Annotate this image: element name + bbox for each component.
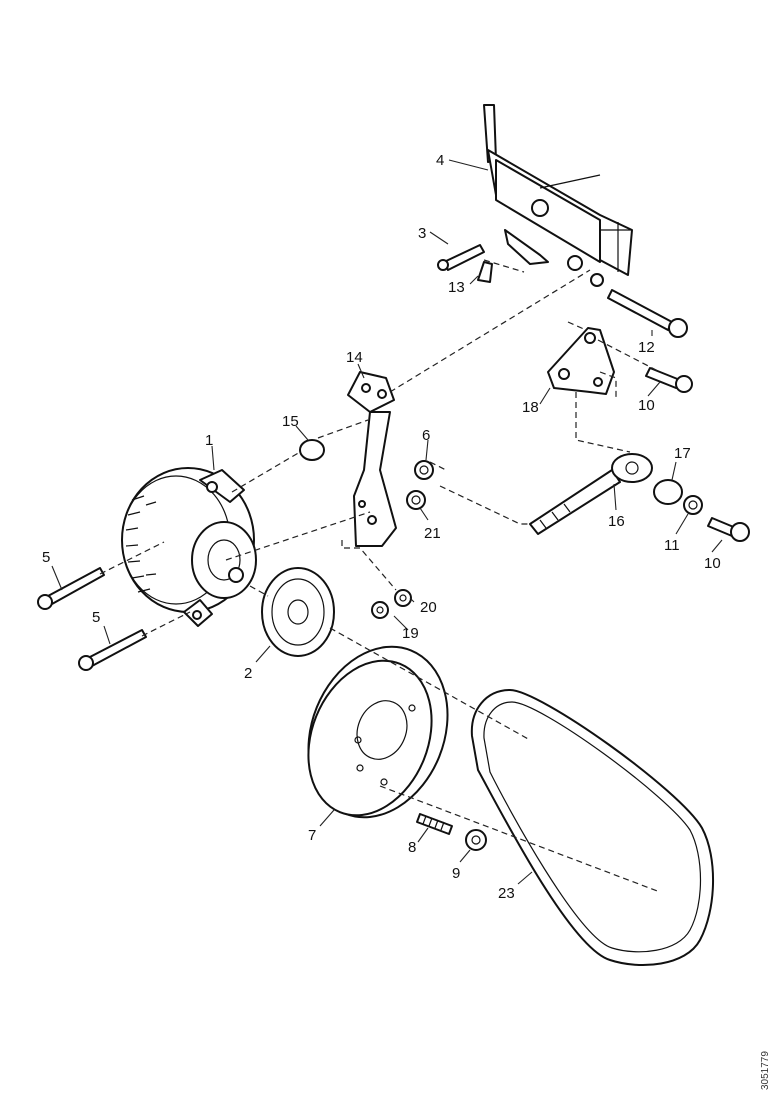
callout-6: 6: [422, 427, 430, 444]
callout-21: 20: [420, 599, 437, 616]
callout-14: 13: [448, 279, 465, 296]
drawing-number: 3051779: [760, 1051, 771, 1090]
part-17-tension-link: [529, 453, 653, 535]
part-15-bracket-clip: [347, 371, 395, 413]
part-16-spacer: [299, 439, 325, 461]
part-5-bolt-upper: [37, 567, 105, 610]
adjusting-strap: [353, 411, 397, 547]
callout-8: 8: [408, 839, 416, 856]
callout-labels: 4 3 13 12 18 10 14 15 1 6 21 20 19 5 5 2…: [42, 152, 721, 902]
part-11-bolt: [707, 517, 750, 542]
part-9-nut: [465, 829, 487, 851]
callout-1: 1: [205, 432, 213, 449]
callout-15: 14: [346, 349, 363, 366]
callout-16: 15: [282, 413, 299, 430]
part-8-stud: [416, 813, 453, 835]
part-23-v-belt: [470, 689, 715, 966]
callout-23: 23: [498, 885, 515, 902]
callout-10: 10: [638, 397, 655, 414]
part-18-bushing: [653, 479, 683, 505]
callout-5-lower: 5: [92, 609, 100, 626]
callout-18: 17: [674, 445, 691, 462]
part-21-nut: [394, 589, 412, 607]
callout-20: 19: [402, 625, 419, 642]
callout-2: 2: [244, 665, 252, 682]
callout-4: 4: [436, 152, 444, 169]
callout-5-upper: 5: [42, 549, 50, 566]
callout-11: 10: [704, 555, 721, 572]
part-6-nut: [414, 460, 434, 480]
part-14-clip: [477, 261, 493, 283]
part-5-bolt-lower: [78, 629, 147, 671]
assembly-lines: [99, 259, 661, 893]
part-3-bolt: [437, 244, 485, 271]
part-22-washer: [406, 490, 426, 510]
part-7-large-pulley: [307, 645, 449, 819]
part-20-washer: [371, 601, 389, 619]
part-12-washer: [683, 495, 703, 515]
callout-3: 3: [418, 225, 426, 242]
callout-9: 9: [452, 865, 460, 882]
part-19-tensioner-plate: [547, 327, 615, 395]
callout-13: 12: [638, 339, 655, 356]
callout-7: 7: [308, 827, 316, 844]
callout-22: 21: [424, 525, 441, 542]
part-13-long-bolt: [607, 289, 688, 338]
callout-12: 11: [664, 537, 680, 554]
part-2-pulley: [261, 567, 335, 657]
callout-17: 16: [608, 513, 625, 530]
part-10-bolt: [645, 367, 693, 393]
leader-lines: [51, 159, 723, 885]
part-4-mounting-bracket: [483, 104, 633, 287]
callout-19: 18: [522, 399, 539, 416]
part-1-alternator: [121, 467, 257, 627]
